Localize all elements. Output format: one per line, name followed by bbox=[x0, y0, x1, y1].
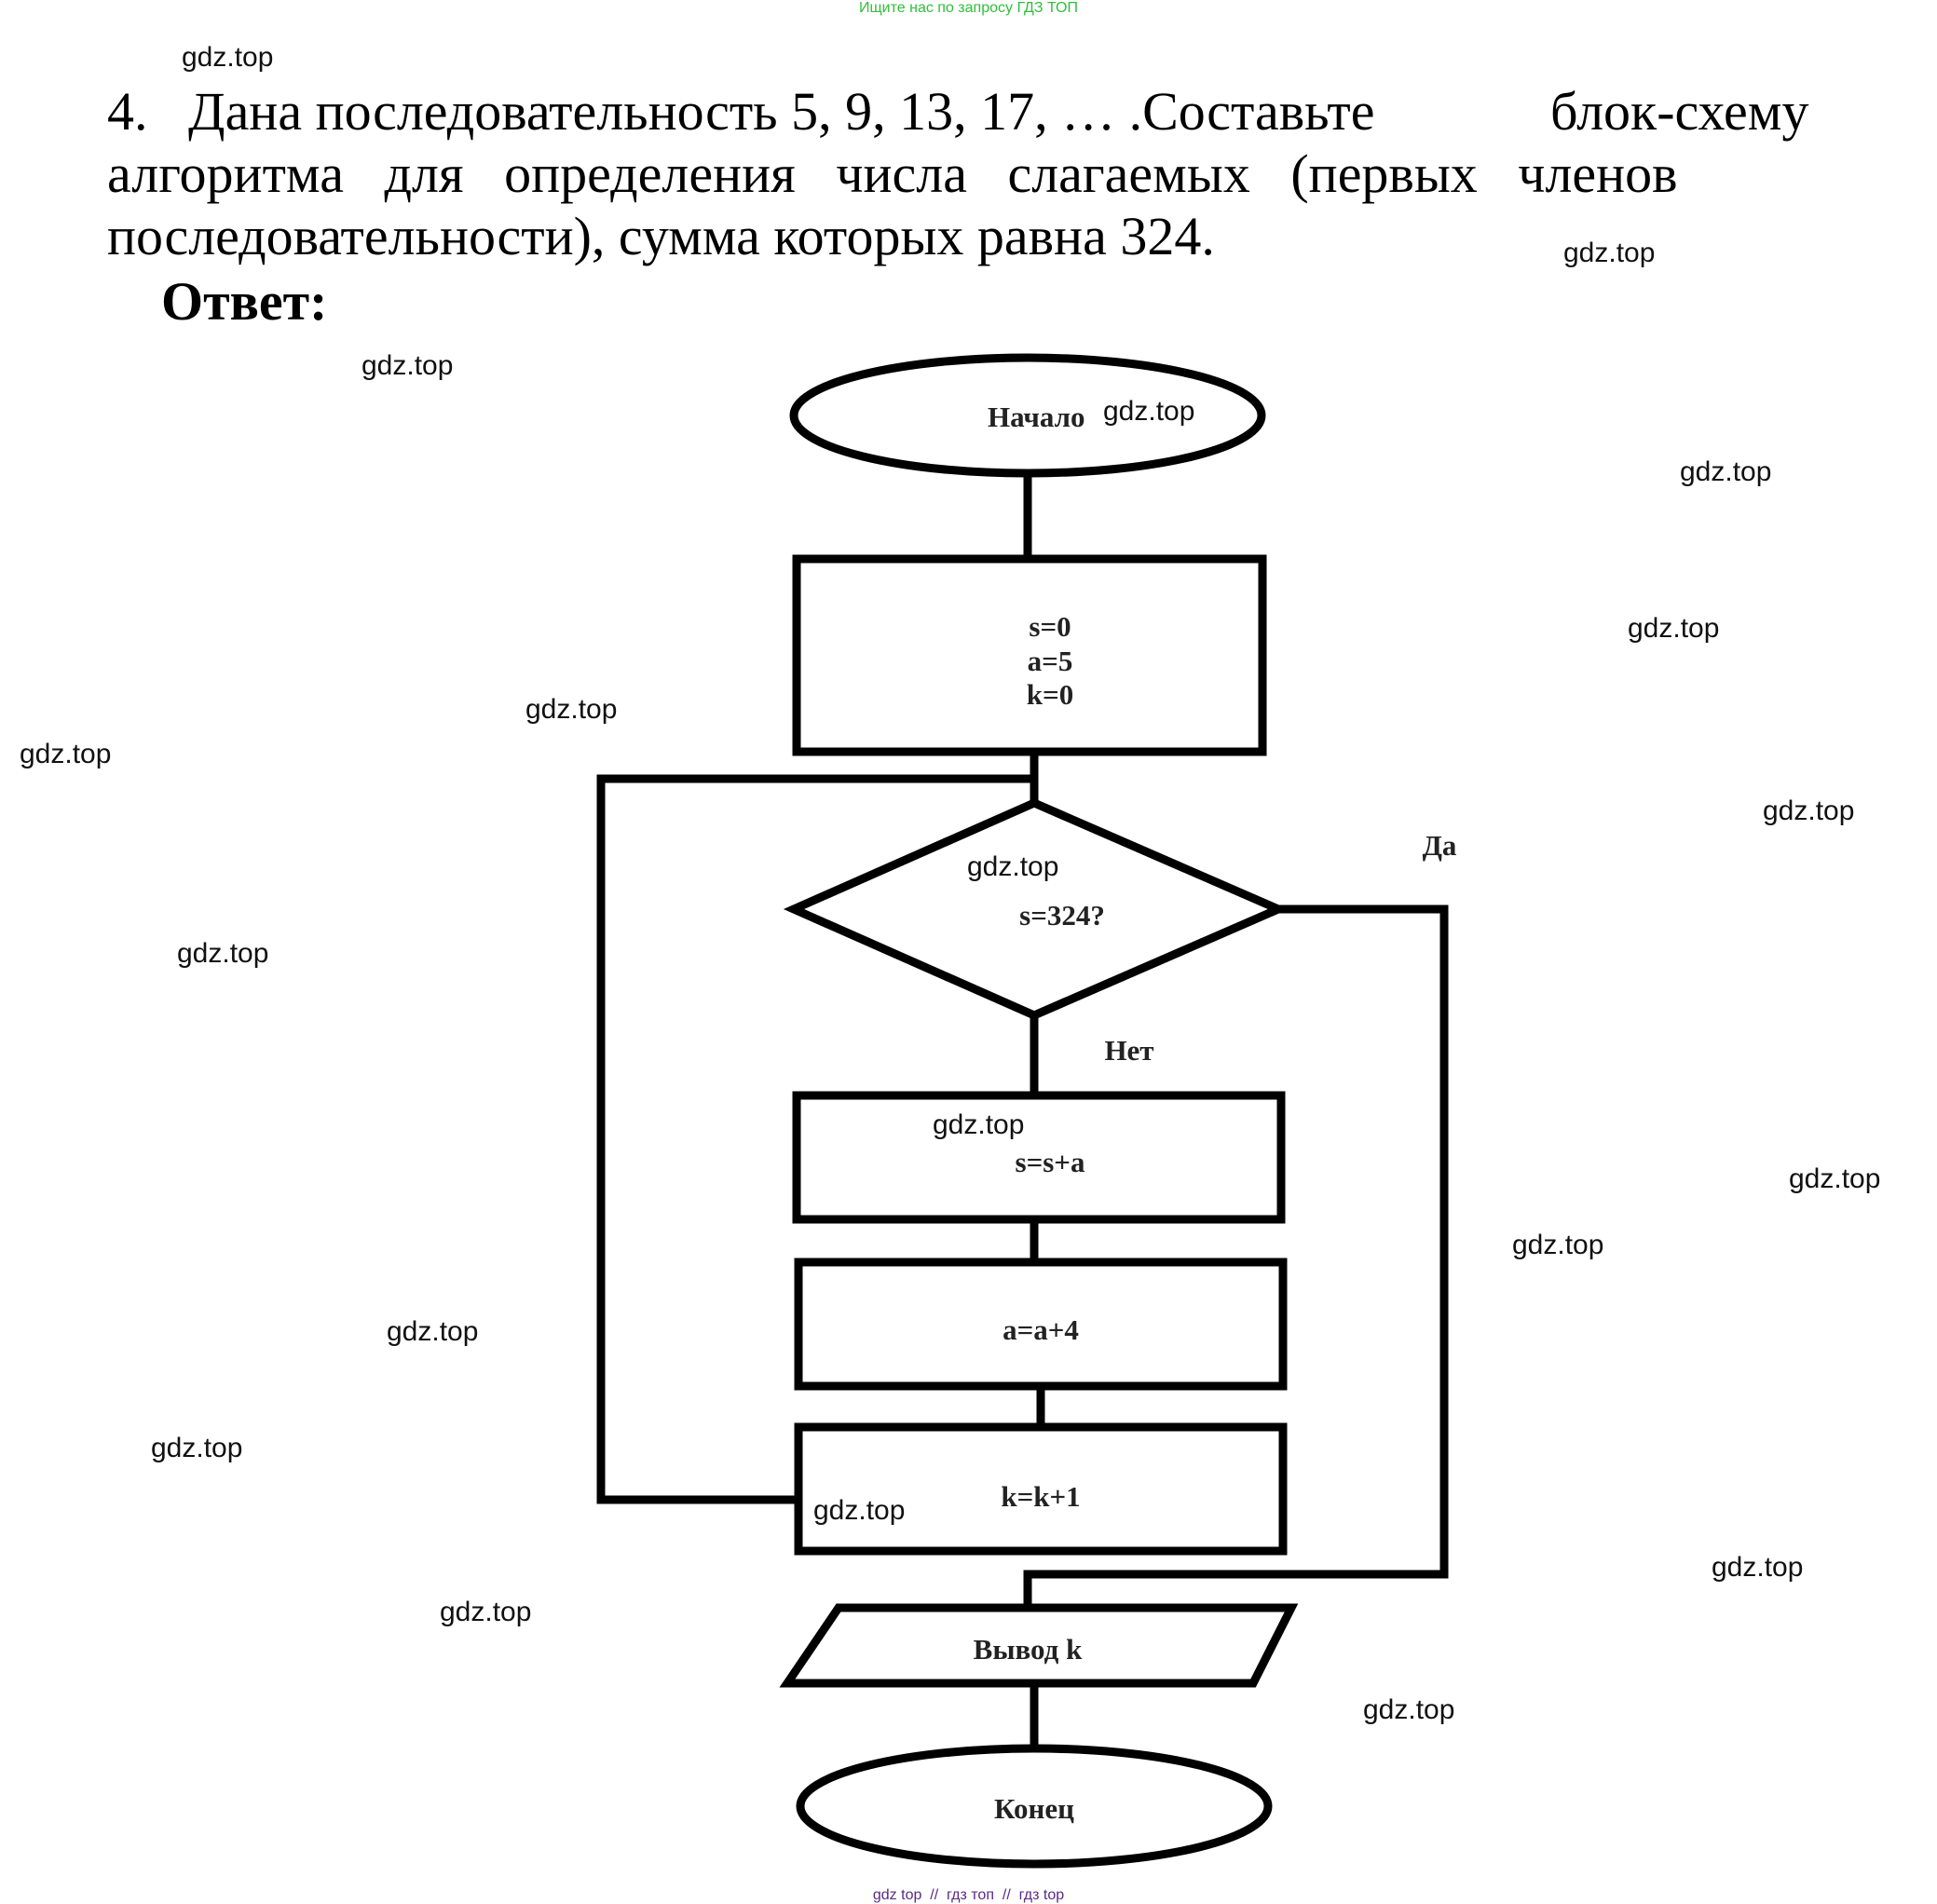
top-banner: Ищите нас по запросу ГДЗ ТОП bbox=[859, 0, 1078, 16]
watermark: gdz.top bbox=[387, 1316, 479, 1347]
watermark: gdz.top bbox=[525, 694, 618, 725]
watermark: gdz.top bbox=[440, 1597, 532, 1627]
yes-branch-line bbox=[1023, 904, 1449, 1612]
step3-label: k=k+1 bbox=[1001, 1480, 1080, 1513]
init-box bbox=[792, 554, 1267, 756]
watermark: gdz.top bbox=[177, 938, 269, 969]
decision-label: s=324? bbox=[1019, 899, 1105, 932]
step1-label: s=s+a bbox=[1016, 1146, 1085, 1178]
watermark: gdz.top bbox=[151, 1433, 243, 1463]
watermark: gdz.top bbox=[1103, 396, 1195, 427]
watermark: gdz.top bbox=[1628, 613, 1720, 644]
watermark: gdz.top bbox=[1789, 1163, 1881, 1194]
step3-box bbox=[794, 1422, 1288, 1556]
problem-line-2: алгоритма для определения числа слагаемы… bbox=[107, 143, 1678, 204]
problem-line-1: 4. Дана последовательность 5, 9, 13, 17,… bbox=[107, 81, 1809, 142]
end-terminator bbox=[796, 1744, 1273, 1869]
end-label: Конец bbox=[994, 1792, 1074, 1825]
watermark: gdz.top bbox=[182, 42, 274, 73]
watermark: gdz.top bbox=[1512, 1230, 1604, 1260]
watermark: gdz.top bbox=[20, 739, 112, 769]
init-line-s: s=0 bbox=[1029, 610, 1071, 643]
watermark: gdz.top bbox=[1563, 238, 1656, 268]
watermark: gdz.top bbox=[361, 350, 454, 381]
watermark: gdz.top bbox=[1363, 1694, 1455, 1725]
watermark: gdz.top bbox=[813, 1495, 906, 1526]
problem-line-3: последовательности), сумма которых равна… bbox=[107, 206, 1215, 266]
watermark: gdz.top bbox=[1680, 456, 1772, 487]
watermark: gdz.top bbox=[1712, 1552, 1804, 1583]
watermark: gdz.top bbox=[933, 1109, 1025, 1140]
output-label: Вывод k bbox=[974, 1633, 1083, 1666]
footer-watermark: gdz top // гдз топ // гдз top bbox=[872, 1887, 1065, 1903]
watermark: gdz.top bbox=[967, 851, 1059, 882]
start-label: Начало bbox=[988, 401, 1085, 433]
init-line-a: a=5 bbox=[1028, 645, 1073, 677]
init-line-k: k=0 bbox=[1027, 678, 1073, 711]
output-parallelogram bbox=[779, 1603, 1299, 1688]
no-label: Нет bbox=[1104, 1034, 1153, 1067]
step1-box bbox=[792, 1091, 1286, 1224]
watermark: gdz.top bbox=[1763, 796, 1855, 826]
step2-label: a=a+4 bbox=[1003, 1313, 1079, 1346]
problem-statement: 4. Дана последовательность 5, 9, 13, 17,… bbox=[107, 80, 1901, 267]
yes-label: Да bbox=[1423, 829, 1457, 862]
answer-label: Ответ: bbox=[161, 271, 328, 332]
loop-back-line bbox=[596, 774, 1039, 1504]
